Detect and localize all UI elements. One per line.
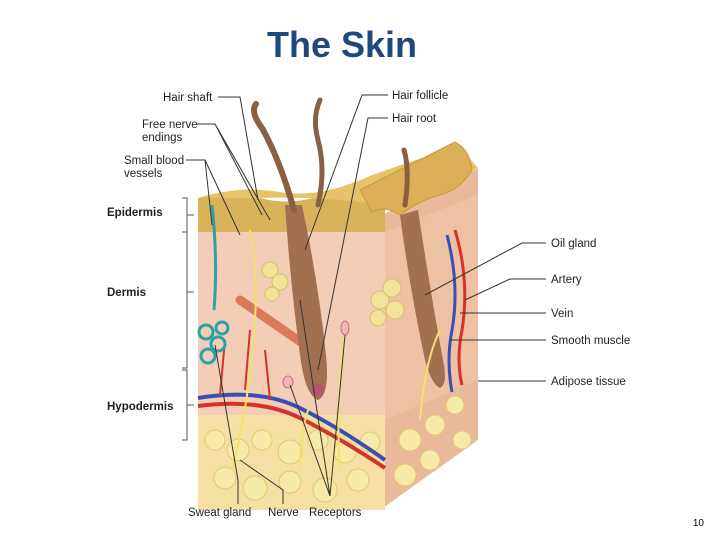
skin-block-illustration: [197, 97, 478, 510]
label-smooth-muscle: Smooth muscle: [551, 335, 630, 347]
adipose-lobules: [204, 395, 472, 503]
leader-receptors: [289, 299, 346, 497]
slide-title: The Skin: [266, 24, 418, 65]
leader-oil-gland: [424, 242, 546, 296]
label-hair-follicle: Hair follicle: [392, 90, 448, 102]
label-epidermis: Epidermis: [107, 207, 163, 219]
label-sweat-gland: Sweat gland: [188, 507, 251, 519]
oil-gland-shape: [261, 261, 405, 327]
label-free-nerve-2: endings: [142, 132, 183, 144]
peeled-epidermis: [359, 141, 473, 216]
vein-vessel: [197, 392, 387, 462]
sweat-duct: [210, 204, 218, 311]
hair-shaft-2: [312, 97, 325, 208]
hair-shaft-side: [401, 147, 410, 208]
nerve-fibers: [231, 229, 441, 471]
epidermis-brace: [182, 197, 194, 233]
hair-shaft: [251, 101, 297, 213]
leader-hair-shaft: [218, 96, 259, 201]
label-oil-gland: Oil gland: [551, 238, 596, 250]
label-small-blood-1: Small blood: [124, 155, 184, 167]
label-hypodermis: Hypodermis: [107, 401, 173, 413]
dermis-layer: [198, 232, 385, 415]
page-number: 10: [692, 518, 704, 529]
label-nerve: Nerve: [268, 507, 299, 519]
leader-free-nerve: [197, 123, 271, 221]
label-artery: Artery: [551, 274, 582, 286]
label-receptors: Receptors: [309, 507, 362, 519]
leader-hair-follicle: [304, 94, 388, 251]
sweat-gland-coil: [197, 320, 230, 365]
label-free-nerve-1: Free nerve: [142, 119, 198, 131]
diagram-labels: Hair shaft Free nerve endings Small bloo…: [107, 90, 630, 519]
smooth-muscle: [235, 295, 310, 350]
leader-sweat-gland: [214, 344, 239, 504]
label-hair-shaft: Hair shaft: [163, 92, 213, 104]
label-dermis: Dermis: [107, 287, 146, 299]
leader-nerve: [239, 459, 284, 504]
hair-follicle: [285, 205, 327, 400]
label-vein: Vein: [551, 308, 573, 320]
artery-vessel-side: [453, 229, 467, 386]
leader-artery: [464, 278, 546, 301]
artery-vessel: [197, 401, 387, 470]
layer-braces: [182, 197, 194, 441]
leader-hair-root: [317, 117, 388, 371]
leader-lines: [186, 94, 546, 504]
hypodermis-brace: [182, 369, 194, 441]
vein-vessel-side: [445, 234, 457, 393]
label-adipose-tissue: Adipose tissue: [551, 376, 626, 388]
label-hair-root: Hair root: [392, 113, 437, 125]
dermis-brace: [182, 231, 194, 369]
label-small-blood-2: vessels: [124, 168, 163, 180]
hair-bulb: [312, 384, 324, 396]
leader-small-blood: [186, 159, 241, 236]
